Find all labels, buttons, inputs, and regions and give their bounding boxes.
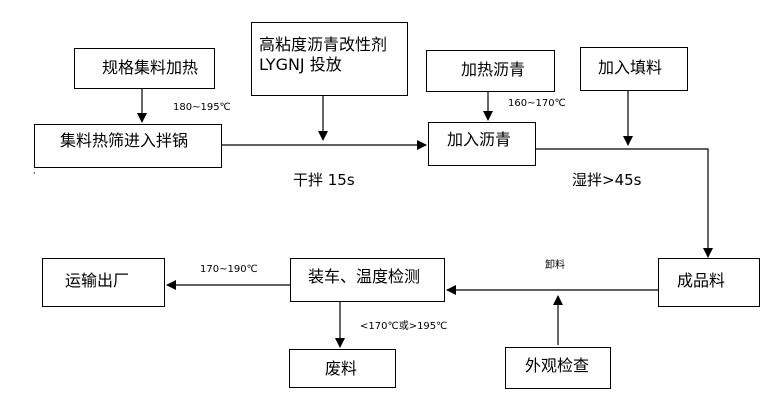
label-aggregate-temp: 180~195℃ bbox=[173, 102, 231, 113]
node-asphalt-heating: 加热沥青 bbox=[426, 50, 555, 92]
label-transport-temp: 170~190℃ bbox=[200, 264, 258, 275]
node-aggregate-screening: 集料热筛进入拌锅 bbox=[34, 124, 222, 168]
node-add-asphalt-text: 加入沥青 bbox=[447, 130, 512, 149]
arrow-mix-to-finished bbox=[536, 148, 713, 258]
node-loading-inspection: 装车、温度检测 bbox=[290, 258, 445, 302]
node-modifier-feed-line1: 高粘度沥青改性剂 bbox=[259, 35, 388, 54]
label-wet-mix: 湿拌>45s bbox=[572, 171, 642, 189]
node-aggregate-screening-text: 集料热筛进入拌锅 bbox=[60, 131, 189, 150]
label-stray-mark: ‘ bbox=[33, 171, 36, 180]
label-waste-condition: <170℃或>195℃ bbox=[360, 321, 448, 332]
node-asphalt-heating-text: 加热沥青 bbox=[461, 60, 526, 79]
node-finished-material: 成品料 bbox=[658, 258, 760, 307]
node-aggregate-heating-text: 规格集料加热 bbox=[102, 58, 199, 77]
node-waste: 废料 bbox=[289, 349, 396, 388]
node-visual-inspection-text: 外观检查 bbox=[525, 356, 590, 375]
node-transport: 运输出厂 bbox=[42, 258, 165, 307]
node-aggregate-heating: 规格集料加热 bbox=[74, 48, 215, 89]
node-modifier-feed: 高粘度沥青改性剂 LYGNJ 投放 bbox=[251, 22, 408, 96]
node-add-asphalt: 加入沥青 bbox=[428, 122, 536, 166]
node-waste-text: 废料 bbox=[325, 359, 358, 378]
node-loading-inspection-text: 装车、温度检测 bbox=[308, 267, 421, 286]
label-asphalt-temp: 160~170℃ bbox=[508, 98, 566, 109]
node-visual-inspection: 外观检查 bbox=[505, 347, 611, 389]
label-unloading: 卸料 bbox=[545, 260, 565, 271]
node-transport-text: 运输出厂 bbox=[65, 271, 130, 290]
label-dry-mix: 干拌 15s bbox=[293, 171, 355, 189]
node-modifier-feed-line2: LYGNJ 投放 bbox=[259, 55, 342, 74]
node-add-filler-text: 加入填料 bbox=[598, 58, 663, 77]
node-finished-material-text: 成品料 bbox=[677, 271, 726, 290]
node-add-filler: 加入填料 bbox=[580, 47, 688, 91]
